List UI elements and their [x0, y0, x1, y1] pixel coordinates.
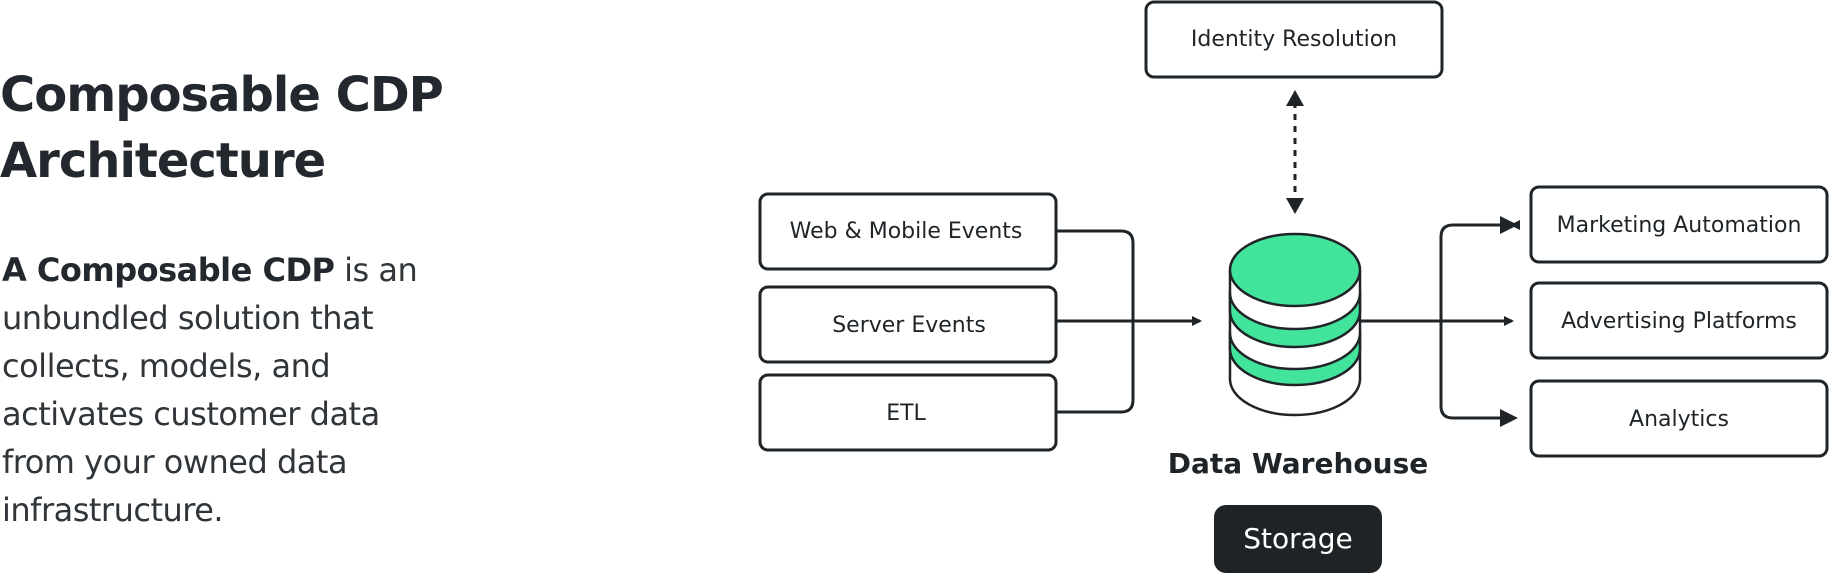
source-etl: ETL [758, 373, 1058, 452]
destination-marketing-automation: Marketing Automation [1529, 185, 1829, 264]
destination-label-analytics: Analytics [1629, 407, 1729, 432]
description-line-4: activates customer data [2, 395, 380, 433]
destination-connectors [1360, 220, 1520, 420]
storage-badge: Storage [1214, 505, 1382, 573]
source-server-events: Server Events [758, 285, 1058, 364]
database-icon [1228, 232, 1362, 417]
storage-label: Storage [1243, 522, 1353, 555]
source-label-server: Server Events [832, 313, 986, 338]
description-line-1-rest: is an [334, 251, 418, 289]
description-bold: A Composable CDP [2, 251, 335, 289]
arrow-right-icon [1500, 216, 1518, 234]
identity-connector [1286, 90, 1304, 214]
destination-analytics: Analytics [1529, 379, 1829, 458]
destination-label-marketing: Marketing Automation [1557, 213, 1802, 238]
source-label-etl: ETL [886, 401, 926, 426]
description-line-2: unbundled solution that [2, 299, 374, 337]
identity-resolution-label: Identity Resolution [1191, 27, 1397, 52]
arrow-up-icon [1286, 90, 1304, 106]
source-label-web-mobile: Web & Mobile Events [790, 219, 1023, 244]
destination-arrowheads [1500, 216, 1518, 427]
data-warehouse-label: Data Warehouse [1168, 447, 1429, 480]
description-line-5: from your owned data [2, 443, 348, 481]
title-line-2: Architecture [0, 133, 326, 189]
description: A Composable CDP is an unbundled solutio… [2, 246, 442, 534]
arrow-down-icon [1286, 198, 1304, 214]
destination-label-advertising: Advertising Platforms [1561, 309, 1797, 334]
source-web-mobile-events: Web & Mobile Events [758, 192, 1058, 271]
description-line-6: infrastructure. [2, 491, 224, 529]
description-line-1: A Composable CDP is an [2, 246, 442, 294]
page-title: Composable CDP Architecture [0, 62, 470, 194]
title-line-1: Composable CDP [0, 67, 444, 123]
source-connectors [1056, 229, 1202, 414]
description-line-3: collects, models, and [2, 347, 331, 385]
destination-advertising-platforms: Advertising Platforms [1529, 281, 1829, 360]
arrow-right-icon [1500, 409, 1518, 427]
identity-resolution-node: Identity Resolution [1144, 0, 1444, 79]
